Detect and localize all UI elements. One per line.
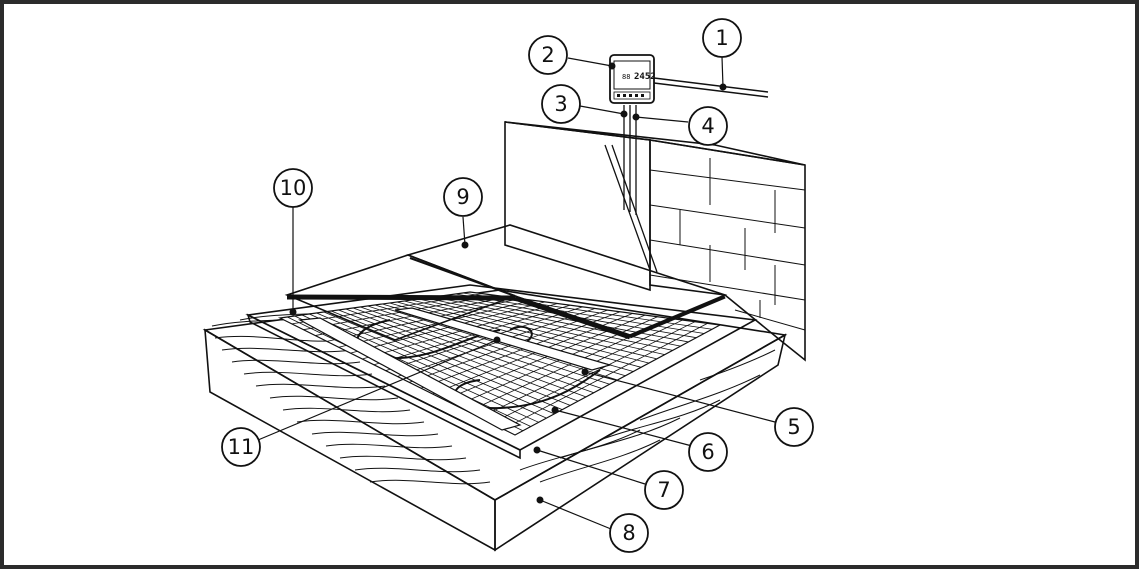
- callout-4-label: 4: [701, 114, 714, 138]
- leader-dots: [289, 62, 727, 504]
- thermostat-right-reading: 2452: [634, 72, 656, 82]
- mesh-line: [362, 303, 558, 360]
- callout-9-label: 9: [456, 185, 469, 209]
- mesh-line: [373, 304, 571, 366]
- mesh-line: [303, 294, 496, 331]
- callout-5: 5: [774, 407, 814, 447]
- mesh-line: [385, 306, 583, 372]
- mesh-line: [409, 309, 608, 383]
- leader-lines: [257, 56, 776, 530]
- callout-2-label: 2: [541, 43, 554, 67]
- mesh-line: [456, 316, 658, 407]
- callout-9: 9: [443, 177, 483, 217]
- callout-7-label: 7: [657, 478, 670, 502]
- wall: [504, 121, 806, 362]
- mesh-line: [315, 296, 508, 336]
- thermostat: 88 2452: [609, 54, 656, 104]
- callout-3-label: 3: [554, 92, 567, 116]
- callout-1-label: 1: [715, 26, 728, 50]
- mesh-line: [350, 301, 546, 354]
- callout-7: 7: [644, 470, 684, 510]
- callout-8-label: 8: [622, 521, 635, 545]
- callout-2: 2: [528, 35, 568, 75]
- callout-4: 4: [688, 106, 728, 146]
- callouts: 1 2 3 4 5 6 7 8: [221, 18, 814, 553]
- callout-10-label: 10: [280, 176, 307, 200]
- callout-3: 3: [541, 84, 581, 124]
- mesh-line: [479, 319, 683, 418]
- mesh-strips: [298, 307, 613, 431]
- callout-1: 1: [702, 18, 742, 58]
- callout-11: 11: [221, 427, 261, 467]
- callout-5-label: 5: [787, 415, 800, 439]
- power-cable: [653, 77, 769, 98]
- floor-finish: [284, 224, 728, 341]
- callout-11-label: 11: [228, 435, 255, 459]
- callout-6-label: 6: [701, 440, 714, 464]
- mesh-line: [491, 321, 696, 424]
- callout-6: 6: [688, 432, 728, 472]
- mesh-line: [338, 299, 533, 348]
- conduit: [604, 105, 658, 273]
- callout-10: 10: [273, 168, 313, 208]
- mesh-line: [503, 322, 708, 430]
- callout-8: 8: [609, 513, 649, 553]
- thermostat-left-reading: 88: [622, 73, 630, 81]
